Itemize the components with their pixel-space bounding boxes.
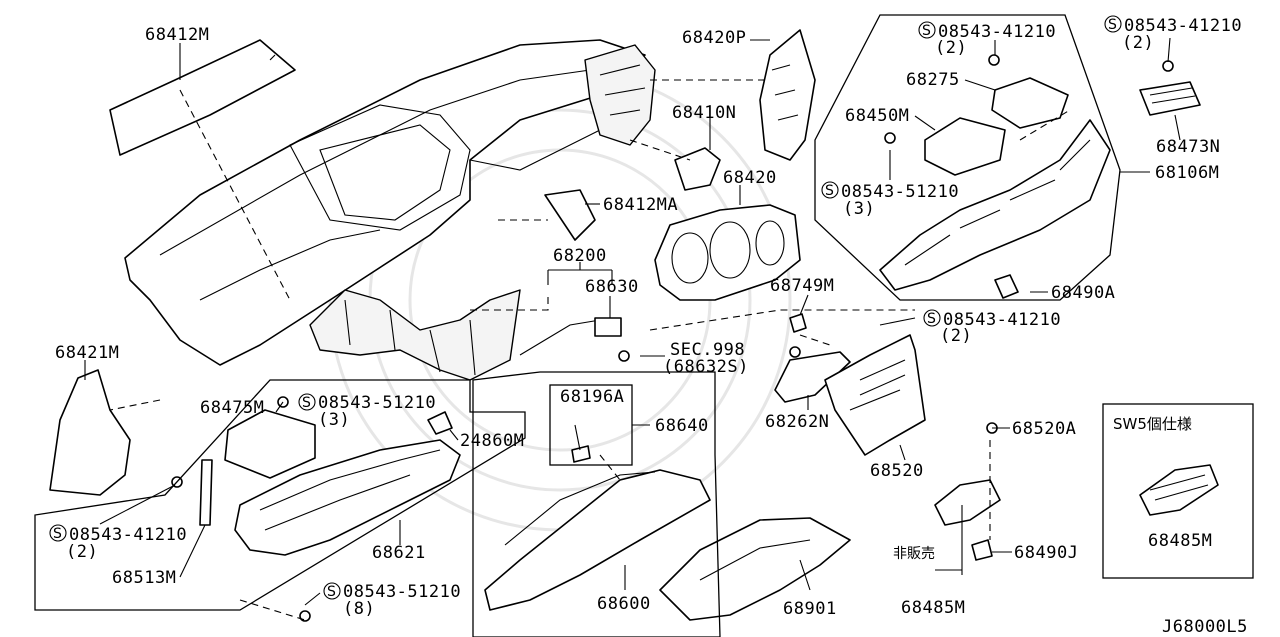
svg-text:S: S xyxy=(927,311,936,327)
svg-text:S: S xyxy=(302,395,311,411)
part-68749M xyxy=(789,313,807,333)
part-68412M xyxy=(109,39,296,156)
label-screw-41210-b-qty: (2) xyxy=(940,326,972,346)
label-68485M-a: 68485M xyxy=(901,598,965,618)
label-68473N: 68473N xyxy=(1156,137,1220,157)
svg-text:S: S xyxy=(327,584,336,600)
part-68513M xyxy=(199,459,213,526)
svg-text:S: S xyxy=(825,183,834,199)
label-screw-51210-c-qty: (3) xyxy=(843,199,875,219)
label-68490J: 68490J xyxy=(1014,543,1078,563)
instrument-panel-assembly xyxy=(124,39,656,366)
label-screw-41210-c: 08543-41210 xyxy=(938,22,1056,42)
label-68450M: 68450M xyxy=(845,106,909,126)
part-68485M-a xyxy=(934,479,1001,526)
label-68262N: 68262N xyxy=(765,412,829,432)
label-68520A: 68520A xyxy=(1012,419,1076,439)
label-68630: 68630 xyxy=(585,277,639,297)
part-68473N xyxy=(1139,81,1201,116)
label-sec998: SEC.998 xyxy=(670,340,745,360)
label-screw-51210-a: 08543-51210 xyxy=(318,393,436,413)
label-screw-51210-b-qty: (8) xyxy=(343,599,375,619)
part-68421M xyxy=(49,369,131,496)
label-screw-41210-c-qty: (2) xyxy=(935,38,967,58)
leader-lines xyxy=(84,37,1181,621)
part-68275 xyxy=(991,77,1069,129)
svg-text:S: S xyxy=(922,23,931,39)
label-68412MA: 68412MA xyxy=(603,195,678,215)
label-68421M: 68421M xyxy=(55,343,119,363)
label-68600: 68600 xyxy=(597,594,651,614)
lower-reinforcement xyxy=(309,289,521,381)
label-68200: 68200 xyxy=(553,246,607,266)
label-screw-41210-d-qty: (2) xyxy=(1122,33,1154,53)
label-screw-41210-d: 08543-41210 xyxy=(1124,16,1242,36)
label-68621: 68621 xyxy=(372,543,426,563)
label-68513M: 68513M xyxy=(112,568,176,588)
label-not-for-sale: 非販売 xyxy=(893,546,935,562)
options-box-title: SW5個仕様 xyxy=(1113,415,1192,433)
label-screw-51210-c: 08543-51210 xyxy=(841,182,959,202)
label-68412M: 68412M xyxy=(145,25,209,45)
label-68420P: 68420P xyxy=(682,28,746,48)
label-68275: 68275 xyxy=(906,70,960,90)
part-68262N xyxy=(774,351,851,403)
part-68412MA xyxy=(544,189,596,241)
svg-text:S: S xyxy=(1108,17,1117,33)
label-screw-41210-b: 08543-41210 xyxy=(943,310,1061,330)
label-sec998-ref: (68632S) xyxy=(663,357,749,377)
label-screw-41210-a-qty: (2) xyxy=(66,542,98,562)
part-68410N xyxy=(674,147,721,191)
label-24860M: 24860M xyxy=(460,431,524,451)
label-68640: 68640 xyxy=(655,416,709,436)
label-68485M-b: 68485M xyxy=(1148,531,1212,551)
label-68749M: 68749M xyxy=(770,276,834,296)
part-68621 xyxy=(234,439,461,556)
part-68630 xyxy=(519,317,622,356)
part-68490A xyxy=(994,274,1019,299)
label-68490A: 68490A xyxy=(1051,283,1115,303)
part-68450M xyxy=(924,117,1006,176)
diagram-code: J68000L5 xyxy=(1162,617,1248,637)
label-68520: 68520 xyxy=(870,461,924,481)
part-68475M xyxy=(224,409,316,479)
label-68475M: 68475M xyxy=(200,398,264,418)
screws xyxy=(171,54,1174,622)
part-68490J xyxy=(971,539,993,561)
label-68196A: 68196A xyxy=(560,387,624,407)
part-68106M xyxy=(879,119,1111,291)
callout-labels: 68412M 68420P 68410N 68420 68412MA 68200… xyxy=(49,15,1248,637)
label-68410N: 68410N xyxy=(672,103,736,123)
part-68485M-b xyxy=(1139,464,1219,516)
label-68420: 68420 xyxy=(723,168,777,188)
part-68420P xyxy=(759,29,816,161)
svg-text:S: S xyxy=(53,526,62,542)
part-68600 xyxy=(484,469,711,611)
part-68520 xyxy=(824,334,926,456)
label-68901: 68901 xyxy=(783,599,837,619)
label-screw-41210-a: 08543-41210 xyxy=(69,525,187,545)
label-screw-51210-a-qty: (3) xyxy=(318,410,350,430)
part-68196A xyxy=(571,445,591,463)
part-68901 xyxy=(659,517,851,621)
part-24860M xyxy=(427,411,453,435)
label-68106M: 68106M xyxy=(1155,163,1219,183)
label-screw-51210-b: 08543-51210 xyxy=(343,582,461,602)
part-68420 xyxy=(654,204,801,301)
